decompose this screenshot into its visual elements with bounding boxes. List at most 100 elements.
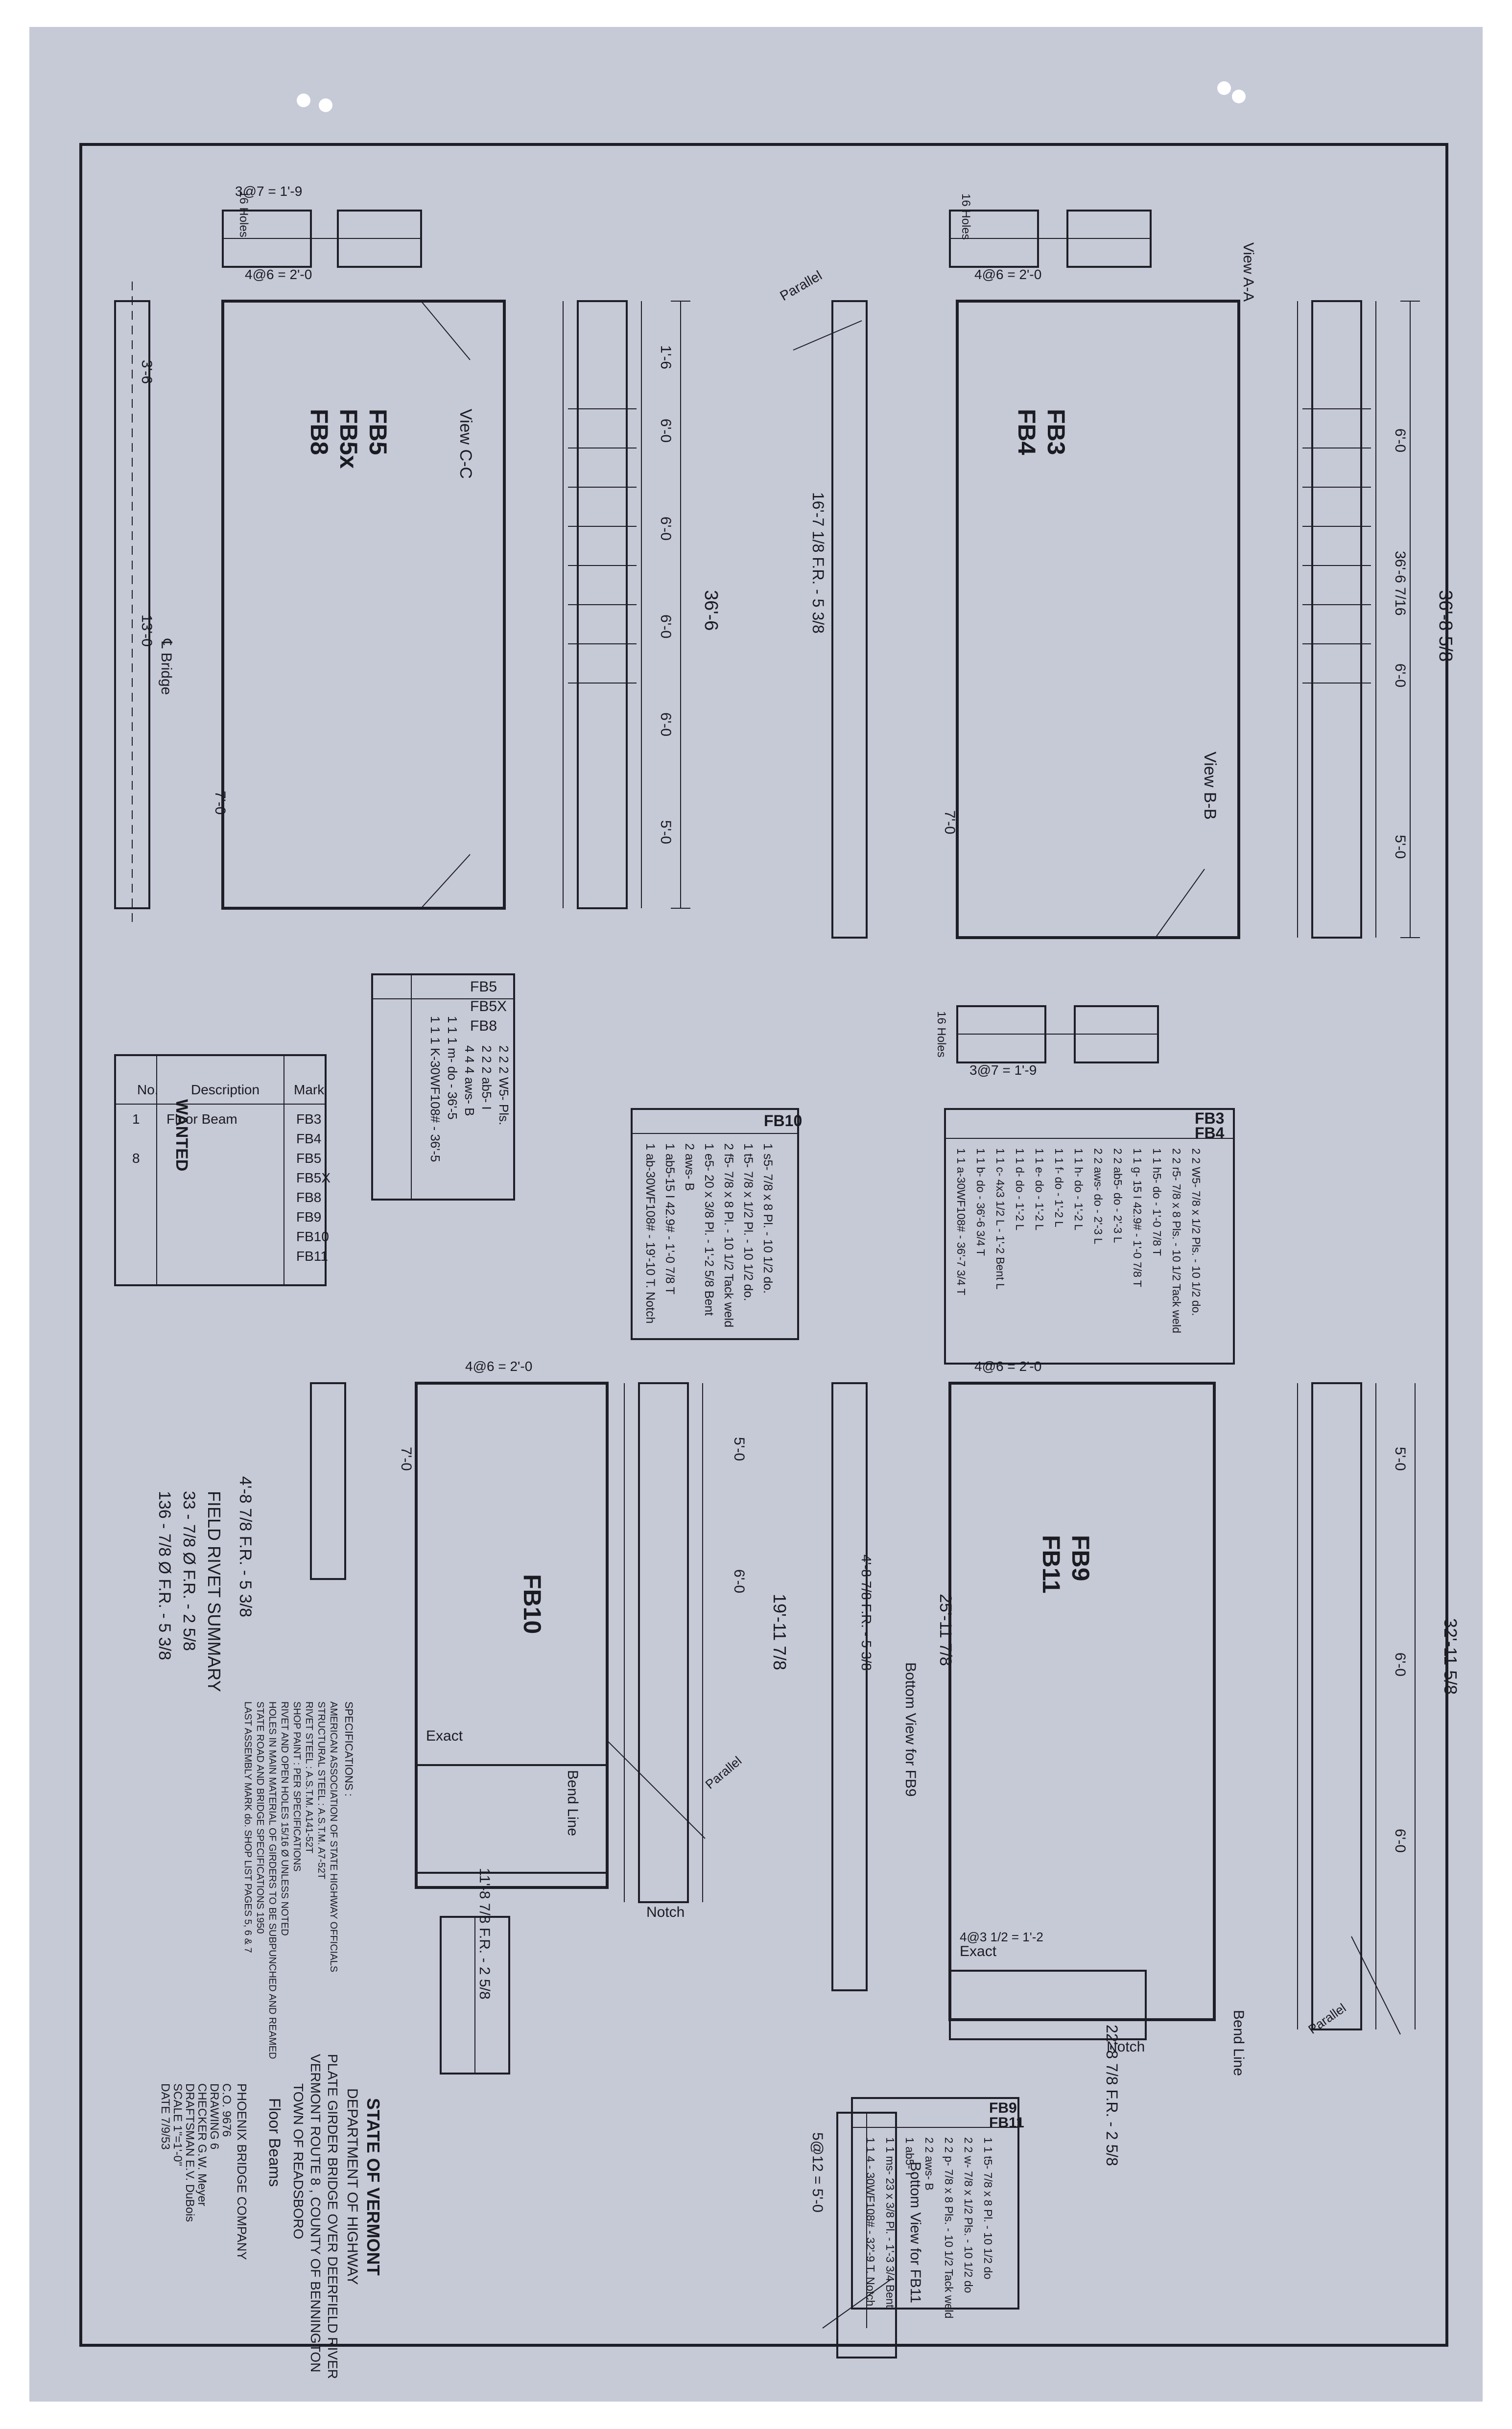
bill-fb10-header: FB10: [764, 1112, 802, 1130]
bill-row: 2 2 r5- 7/8 x 8 Pls. - 10 1/2 Tack weld: [1170, 1148, 1183, 1333]
title-drawing: Floor Beams: [266, 2098, 284, 2187]
title-checker: CHECKER G.W. Meyer: [195, 2083, 209, 2206]
rivet-summary: 4'-8 7/8 F.R. - 5 3/8 FIELD RIVET SUMMAR…: [155, 1476, 255, 1692]
bill-fb5: FB5 FB5X FB8 1 1 1 K-30WF108# - 36'-5 1 …: [371, 973, 515, 1201]
bill-fb5-header: FB8: [470, 1018, 497, 1034]
bill-fb9-header: FB11: [989, 2115, 1024, 2131]
rivet-summary-title: FIELD RIVET SUMMARY: [204, 1491, 224, 1692]
bill-row: 2 2 2 ab5- I: [479, 1045, 494, 1110]
dim-6-0: 6'-0: [1392, 428, 1408, 452]
bill-row: 2 2 2 W5- Pls.: [496, 1045, 511, 1125]
title-drawing-no: DRAWING 6: [208, 2083, 221, 2149]
bill-row: 4 4 4 aws- B: [462, 1045, 477, 1116]
dim-3-6: 3'-6: [139, 360, 155, 384]
label-view-bb: View B-B: [1201, 752, 1219, 820]
bill-row: 2 2 p- 7/8 x 8 Pls. - 10 1/2 Tack weld: [943, 2137, 955, 2318]
dim-fr16: 16'-7 1/8 F.R. - 5 3/8: [809, 492, 827, 634]
bill-row: 1 1 f- do - 1'-2 L: [1053, 1148, 1065, 1227]
label-fb10: FB10: [519, 1574, 546, 1634]
label-fb5x: FB5x: [335, 409, 362, 469]
dim-3at7: 3@7 = 1'-9: [235, 184, 302, 199]
bill-row: 1 e5- 20 x 3/8 Pl. - 1'-2 5/8 Bent: [702, 1143, 716, 1316]
title-state: STATE OF VERMONT: [363, 2098, 383, 2276]
bill-row: 2 f5- 7/8 x 8 Pl. - 10 1/2 Tack weld: [722, 1143, 735, 1327]
label-holes: 16 Holes: [935, 1011, 948, 1058]
label-fb11: FB11: [1038, 1535, 1065, 1594]
wanted-mark: FB10: [296, 1229, 329, 1244]
title-project3: TOWN OF READSBORO: [291, 2083, 306, 2239]
dim-7-0: 7'-0: [212, 791, 228, 815]
dim-32-11: 32'-11 5/8: [1441, 1618, 1461, 1695]
dim-fr4: 4'-8 7/8 F.R. - 5 3/8: [859, 1555, 874, 1671]
wanted-mark: FB3: [296, 1111, 321, 1127]
bill-row: 1 ab5-15 I 42.9# - 1'-0 7/8 T: [663, 1143, 677, 1295]
title-contract: C.O. 9676: [220, 2083, 233, 2137]
bill-row: 1 1 c- 4x3 1/2 L - 1'-2 Bent L: [994, 1148, 1007, 1290]
wanted-no: 1: [132, 1111, 140, 1127]
wanted-table: WANTED No. Description Mark FB3 FB4 FB5 …: [114, 1054, 331, 1286]
dim-36-6-7-16: 36'-6 7/16: [1392, 551, 1408, 616]
dim-6-0: 6'-0: [731, 1569, 747, 1593]
bill-row: 1 1 1 K-30WF108# - 36'-5: [428, 1016, 443, 1162]
dim-3at7: 3@7 = 1'-9: [969, 1062, 1037, 1078]
bill-row: 1 1 b- do - 36'-6 3/4 T: [974, 1148, 987, 1256]
spec-line: STRUCTURAL STEEL : A.S.T.M. A7-52T: [316, 1701, 327, 1879]
wanted-mark: FB4: [296, 1131, 321, 1146]
bill-fb10: FB10 1 ab-30WF108# - 19'-10 T. Notch 1 a…: [631, 1108, 802, 1340]
punch-hole: [1217, 81, 1231, 95]
spec-title: SPECIFICATIONS :: [343, 1701, 355, 1796]
spec-line: SHOP PAINT : PER SPECIFICATIONS: [291, 1701, 302, 1871]
label-bridge-cl: ℄ Bridge: [158, 638, 174, 695]
label-holes: 16 Holes: [237, 191, 250, 237]
rivet-summary-line2: 136 - 7/8 Ø F.R. - 5 3/8: [155, 1491, 174, 1660]
wanted-mark: FB5: [296, 1151, 321, 1166]
title-department: DEPARTMENT OF HIGHWAY: [344, 2088, 360, 2285]
bill-fb3-header: FB3: [1195, 1109, 1224, 1127]
title-company: PHOENIX BRIDGE COMPANY: [235, 2083, 249, 2260]
label-notch: Notch: [1107, 2039, 1145, 2055]
bill-fb9-header: FB9: [989, 2100, 1017, 2116]
punch-hole: [297, 94, 310, 107]
bill-row: 2 2 W5- 7/8 x 1/2 Pls. - 10 1/2 do.: [1190, 1148, 1203, 1316]
fb10-elevation: FB10 19'-11 7/8 5'-0 6'-0 7'-0 Bend Line…: [310, 1359, 790, 2075]
bill-row: 1 1 h5- do - 1'-0 7/8 T: [1151, 1148, 1163, 1256]
fb9-elevation: FB9 FB11 32'-11 5/8 25'-11 7/8 5'-0 6'-0…: [809, 1359, 1461, 2358]
wanted-no: 8: [132, 1151, 140, 1166]
bill-row: 1 ab5- I: [903, 2137, 916, 2175]
bill-row: 2 2 w- 7/8 x 1/2 Pls. - 10 1/2 do: [962, 2137, 975, 2293]
label-parallel: Parallel: [703, 1753, 745, 1792]
bill-fb5-header: FB5X: [470, 998, 507, 1014]
label-bottom-view-fb11: Bottom View for FB11: [907, 2162, 923, 2303]
spec-line: LAST ASSEMBLY MARK do. SHOP LIST PAGES 5…: [242, 1701, 253, 1953]
bill-row: 1 s5- 7/8 x 8 Pl. - 10 1/2 do.: [761, 1143, 775, 1294]
dim-6-0: 6'-0: [1392, 1652, 1408, 1676]
bill-fb5-header: FB5: [470, 979, 497, 995]
bill-row: 1 ab-30WF108# - 19'-10 T. Notch: [643, 1143, 657, 1323]
title-block: STATE OF VERMONT DEPARTMENT OF HIGHWAY P…: [159, 2054, 383, 2379]
bill-fb9: FB9 FB11 1 1 4 - 30WF108# - 32'-9 T. Not…: [851, 2097, 1024, 2318]
fb5-elevation: FB5 FB5x FB8 View C-C 36'-6 6'-0 6'-0 6'…: [114, 184, 721, 928]
label-bend-line: Bend Line: [565, 1770, 581, 1836]
bill-row: 2 aws- B: [683, 1143, 696, 1191]
spec-line: RIVET STEEL : A.S.T.M. A141-52T: [304, 1701, 314, 1853]
wanted-mark: FB11: [296, 1249, 328, 1264]
bill-fb3-header: FB4: [1195, 1124, 1225, 1142]
dim-5-0: 5'-0: [658, 820, 674, 844]
bill-row: 1 1 t5- 7/8 x 8 Pl. - 10 1/2 do: [982, 2137, 994, 2279]
wanted-desc: Floor Beam: [166, 1111, 237, 1127]
dim-7-0: 7'-0: [942, 810, 958, 834]
label-exact: Exact: [426, 1728, 463, 1744]
dim-6-0: 6'-0: [1392, 1829, 1408, 1853]
punch-hole: [1232, 90, 1246, 103]
bill-row: 1 1 h- do - 1'-2 L: [1072, 1148, 1085, 1230]
label-notch: Notch: [646, 1904, 685, 1920]
dim-5-0: 5'-0: [731, 1437, 747, 1461]
label-fb8: FB8: [306, 409, 333, 455]
label-fb9: FB9: [1067, 1535, 1094, 1581]
label-fb4: FB4: [1013, 409, 1040, 455]
bill-row: 2 2 aws- do - 2'-3 L: [1092, 1148, 1105, 1244]
label-exact: Exact: [960, 1943, 997, 1959]
label-fb3: FB3: [1042, 409, 1070, 455]
dim-7-0: 7'-0: [398, 1447, 414, 1471]
title-date: DATE 7/9/53: [159, 2083, 172, 2150]
